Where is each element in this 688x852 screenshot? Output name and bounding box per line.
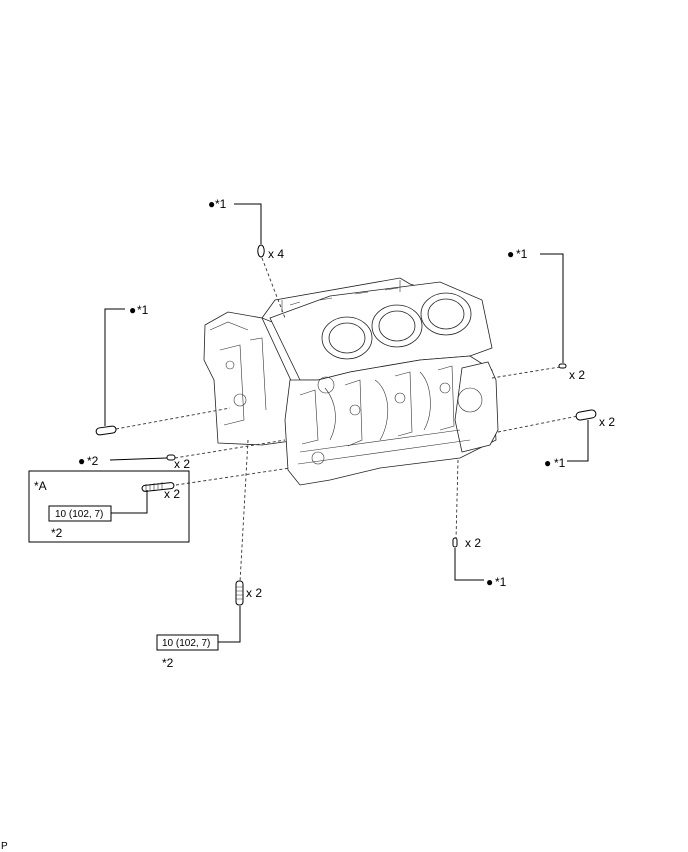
ring-dowel-bottom	[452, 537, 458, 548]
callout-star2-bottom: *2	[162, 656, 174, 670]
ring-dowel-top	[257, 244, 265, 258]
callout-star1-right-lower: *1	[554, 456, 566, 470]
qty-right-lower: x 2	[599, 415, 615, 429]
callout-star1-top: *1	[215, 197, 227, 211]
torque-spec-bottom: 10 (102, 7)	[162, 638, 210, 649]
dot-marker-mid-left: ●	[78, 454, 85, 468]
callout-star2-mid-left: *2	[87, 454, 99, 468]
stud-bolt-bottom	[235, 580, 244, 606]
dot-marker-bottom-right: ●	[486, 575, 493, 589]
cylinder-block-illustration	[203, 277, 499, 486]
qty-bottom-right: x 2	[465, 536, 481, 550]
qty-upper-right: x 2	[569, 368, 585, 382]
dot-marker-upper-right: ●	[507, 247, 514, 261]
callout-star1-left: *1	[137, 303, 149, 317]
footer-code: P	[1, 841, 8, 852]
qty-top: x 4	[268, 247, 284, 261]
torque-box-inset	[48, 505, 112, 522]
dot-marker-right-lower: ●	[544, 456, 551, 470]
qty-bottom-stud: x 2	[246, 586, 262, 600]
dot-marker-top: ●	[208, 197, 215, 211]
inset-box	[28, 470, 190, 543]
callout-star1-bottom-right: *1	[495, 575, 507, 589]
torque-spec-inset: 10 (102, 7)	[55, 509, 103, 520]
callout-star1-upper-right: *1	[516, 247, 528, 261]
callout-star2-inset: *2	[51, 526, 63, 540]
dot-marker-left: ●	[129, 303, 136, 317]
leader-lines	[104, 203, 589, 643]
straight-pin-right-upper	[558, 363, 567, 369]
torque-box-bottom	[156, 634, 219, 651]
straight-pin-right-lower	[575, 409, 597, 421]
straight-pin-mid-left	[166, 454, 176, 461]
qty-mid-left: x 2	[174, 457, 190, 471]
assembly-dashed-lines	[115, 257, 579, 583]
stud-bolt-inset	[141, 482, 175, 492]
qty-inset: x 2	[164, 487, 180, 501]
straight-pin-left	[95, 425, 117, 436]
inset-label: *A	[34, 479, 47, 493]
